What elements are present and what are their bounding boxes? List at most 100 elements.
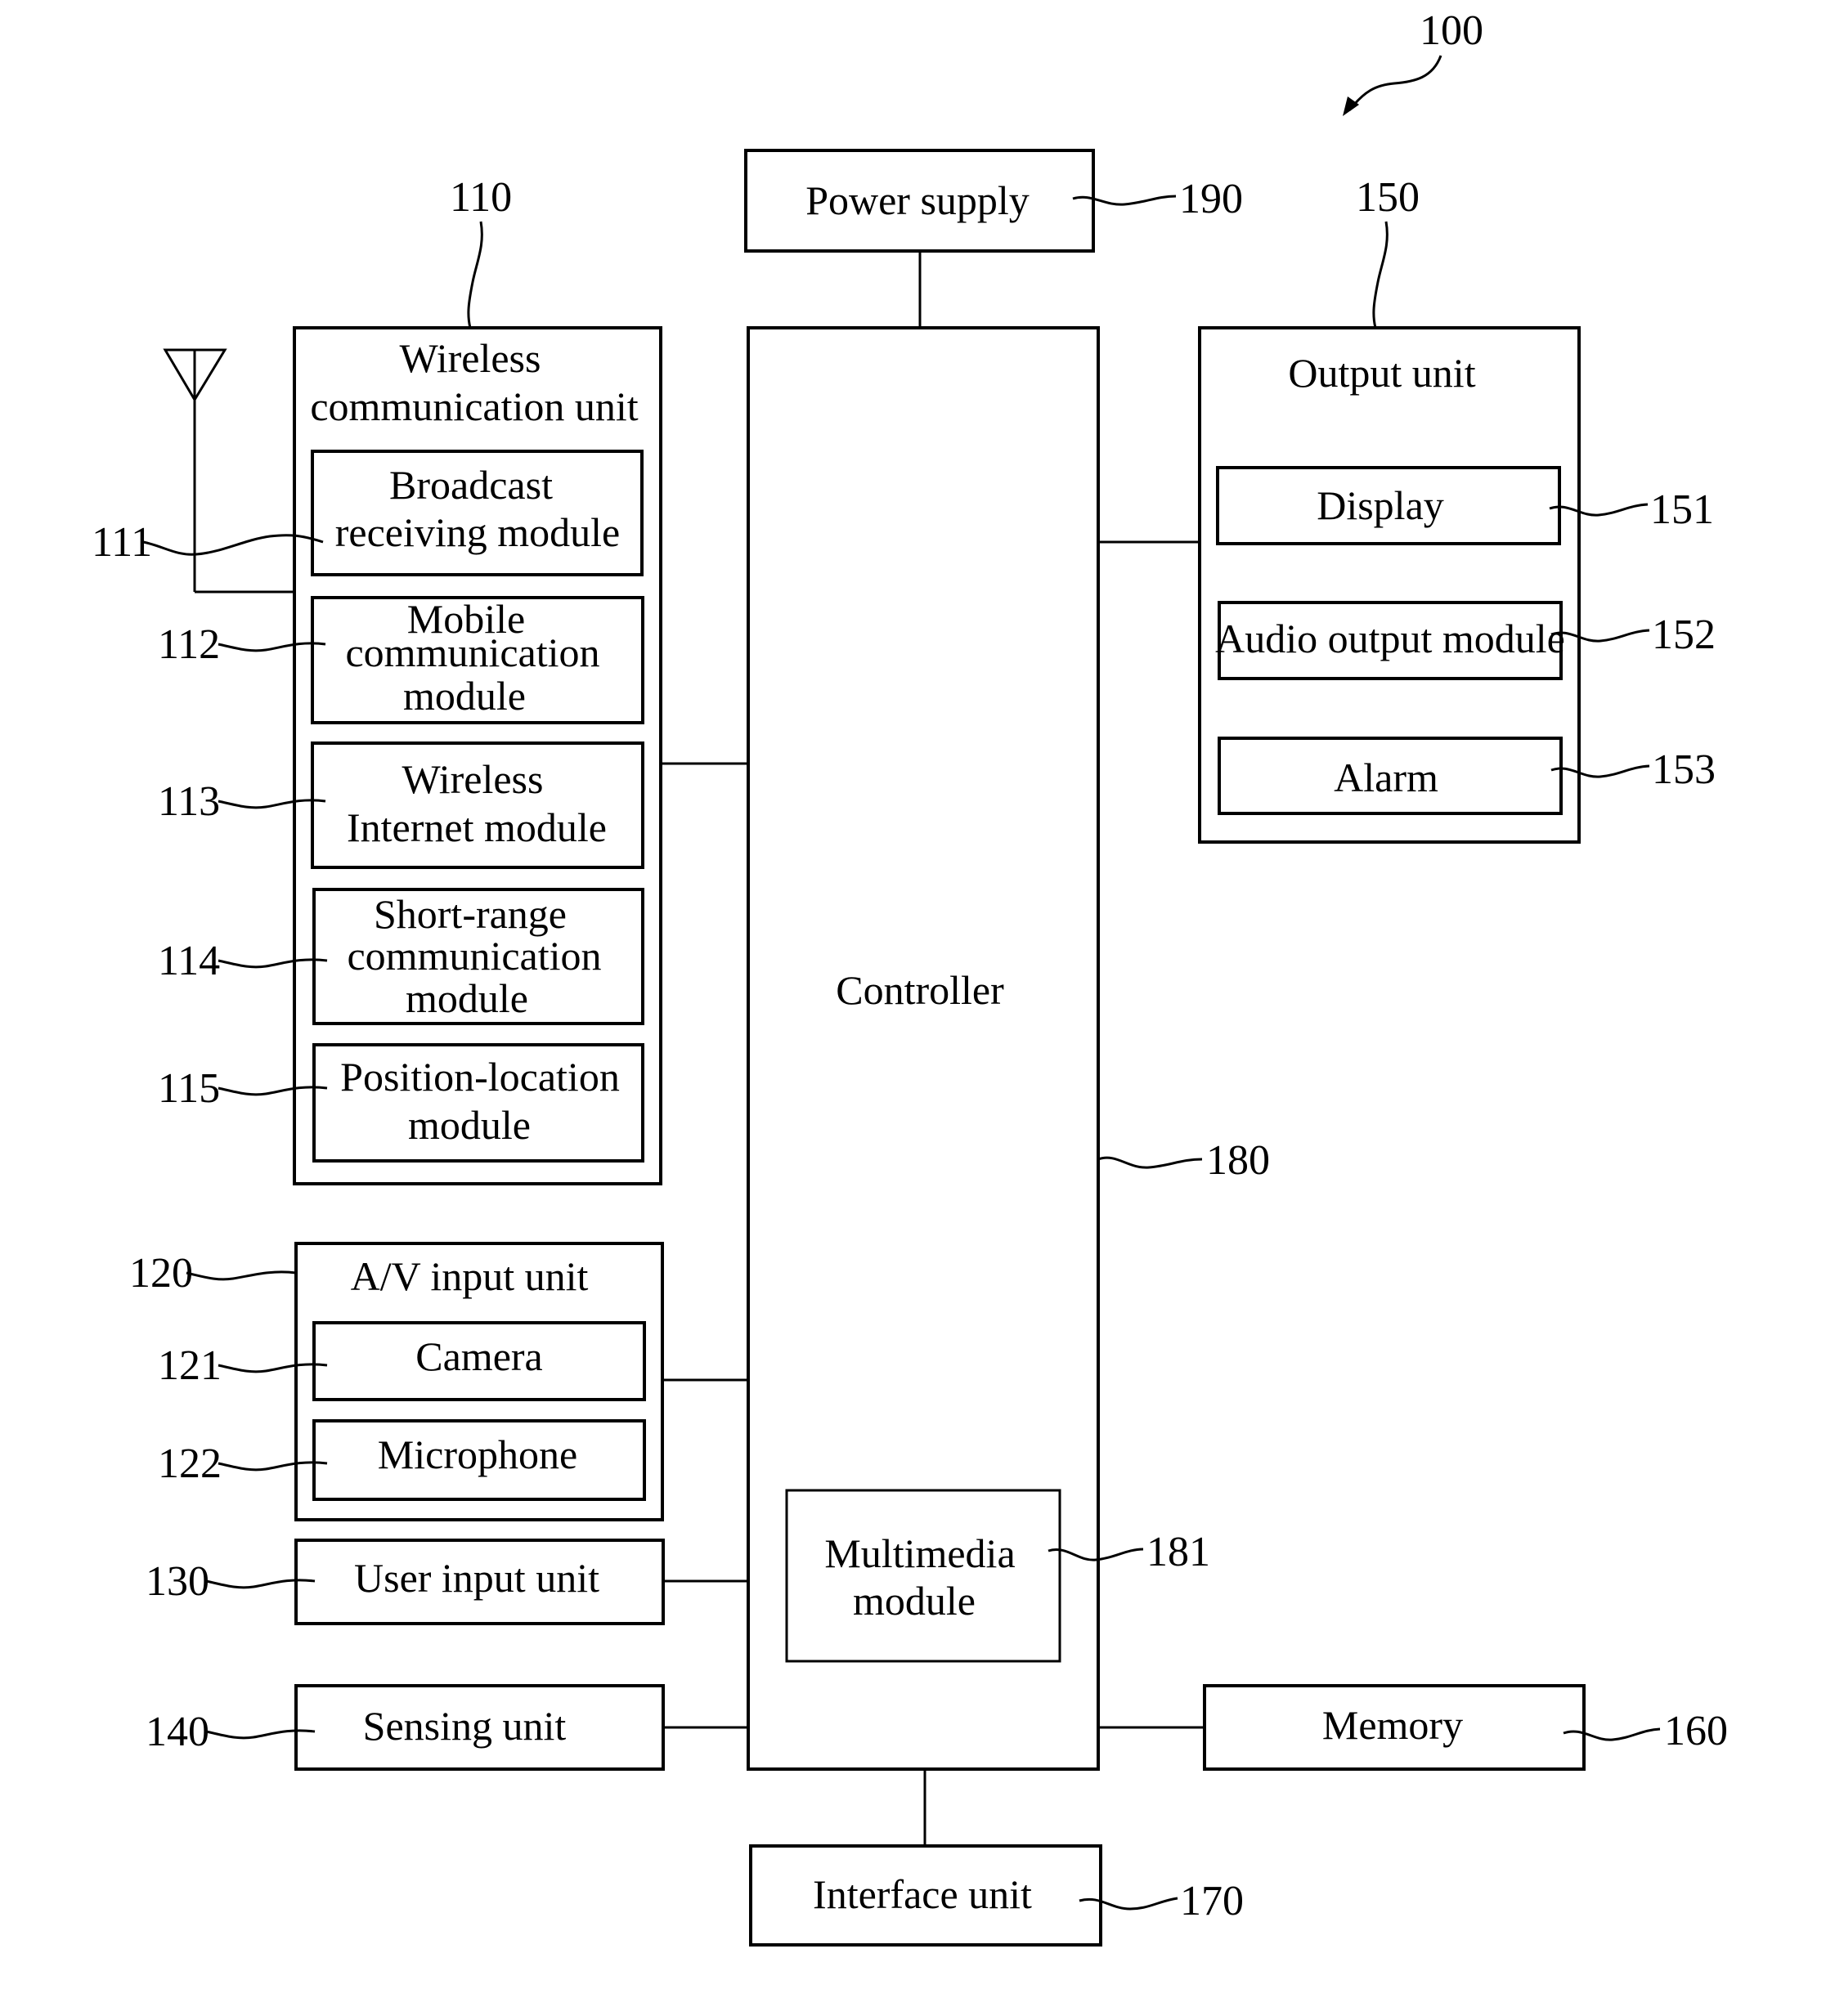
wireless-unit-leader (467, 221, 483, 329)
broadcast-receiving-box[interactable] (311, 450, 644, 576)
sensing-unit-leader (205, 1729, 316, 1740)
mobile-communication-label-line-2: communication (345, 629, 599, 675)
short-range-leader (218, 958, 328, 969)
wireless-internet-leader (218, 799, 326, 809)
interface-unit-block[interactable]: Interface unit (749, 1844, 1102, 1947)
camera-label: Camera (415, 1333, 542, 1379)
short-range-communication-box[interactable] (312, 888, 644, 1025)
microphone-module[interactable]: Microphone (312, 1419, 646, 1501)
short-range-ref: 114 (158, 938, 220, 984)
sensing-unit-label: Sensing unit (363, 1703, 567, 1749)
wireless-internet-box[interactable] (311, 741, 644, 869)
user-input-unit-leader (205, 1579, 316, 1589)
av-input-unit-ref: 120 (129, 1250, 193, 1297)
antenna-icon (163, 348, 294, 594)
alarm-module[interactable]: Alarm (1218, 737, 1563, 815)
display-leader (1549, 503, 1649, 517)
wireless-unit-ref: 110 (450, 174, 512, 221)
multimedia-module-block[interactable]: Multimedia module (785, 1489, 1061, 1663)
display-box[interactable] (1216, 466, 1561, 545)
interface-unit-ref: 170 (1180, 1878, 1244, 1924)
figure-ref-label: 100 (1420, 7, 1483, 54)
multimedia-module-ref: 181 (1146, 1529, 1210, 1575)
mobile-communication-module[interactable]: Mobile communication module (311, 596, 644, 724)
power-supply-box[interactable] (744, 149, 1095, 253)
alarm-ref: 153 (1652, 746, 1716, 793)
figure-ref-arrowhead-icon (1343, 96, 1359, 116)
microphone-leader (218, 1461, 328, 1472)
position-location-label-line-1: Position-location (340, 1054, 620, 1100)
multimedia-module-label-line-1: Multimedia (824, 1530, 1015, 1576)
short-range-label-line-2: communication (347, 933, 601, 979)
display-ref: 151 (1650, 486, 1714, 533)
user-input-unit-ref: 130 (146, 1558, 209, 1605)
sensing-unit-ref: 140 (146, 1709, 209, 1755)
alarm-label: Alarm (1334, 755, 1438, 800)
power-supply-leader (1072, 195, 1177, 206)
position-location-ref: 115 (158, 1065, 220, 1112)
position-location-label-line-2: module (408, 1102, 531, 1148)
camera-box[interactable] (312, 1321, 646, 1401)
sensing-unit-box[interactable] (294, 1684, 665, 1771)
mobile-communication-ref: 112 (158, 621, 220, 668)
camera-module[interactable]: Camera (312, 1321, 646, 1401)
memory-box[interactable] (1203, 1684, 1586, 1771)
wireless-unit-title-line-2: communication unit (310, 383, 638, 429)
interface-unit-leader (1079, 1897, 1178, 1911)
audio-output-label: Audio output module (1215, 616, 1565, 661)
audio-output-box[interactable] (1218, 601, 1563, 680)
mobile-communication-box[interactable] (311, 596, 644, 724)
interface-unit-box[interactable] (749, 1844, 1102, 1947)
multimedia-module-box[interactable] (785, 1489, 1061, 1663)
alarm-box[interactable] (1218, 737, 1563, 815)
av-input-unit-leader (186, 1270, 297, 1281)
multimedia-module-label-line-2: module (853, 1578, 976, 1624)
mobile-communication-label-line-1: Mobile (407, 596, 525, 642)
broadcast-receiving-ref: 111 (92, 519, 152, 566)
sensing-unit-block[interactable]: Sensing unit (294, 1684, 665, 1771)
audio-output-leader (1550, 629, 1650, 643)
output-unit-ref: 150 (1356, 174, 1420, 221)
user-input-unit-block[interactable]: User input unit (294, 1539, 665, 1625)
user-input-unit-box[interactable] (294, 1539, 665, 1625)
multimedia-module-leader (1048, 1548, 1144, 1561)
memory-label: Memory (1322, 1702, 1463, 1748)
short-range-communication-module[interactable]: Short-range communication module (312, 888, 644, 1025)
position-location-module[interactable]: Position-location module (312, 1043, 644, 1163)
memory-leader (1563, 1727, 1661, 1741)
short-range-label-line-3: module (406, 975, 528, 1021)
wireless-unit-title-line-1: Wireless (400, 335, 541, 381)
memory-block[interactable]: Memory (1203, 1684, 1586, 1771)
broadcast-receiving-label-line-1: Broadcast (389, 462, 553, 508)
display-module[interactable]: Display (1216, 466, 1561, 545)
mobile-communication-leader (218, 642, 326, 652)
audio-output-ref: 152 (1652, 612, 1716, 658)
wireless-unit-block[interactable]: Wireless communication unit Broadcast re… (293, 326, 662, 1185)
position-location-box[interactable] (312, 1043, 644, 1163)
microphone-ref: 122 (158, 1440, 222, 1487)
power-supply-ref: 190 (1179, 176, 1243, 222)
controller-leader (1097, 1156, 1203, 1169)
wireless-internet-ref: 113 (158, 778, 220, 825)
broadcast-receiving-leader (142, 534, 324, 556)
user-input-unit-label: User input unit (354, 1555, 599, 1601)
camera-ref: 121 (158, 1342, 222, 1389)
av-input-unit-block[interactable]: A/V input unit Camera Microphone (294, 1242, 664, 1521)
alarm-leader (1550, 764, 1650, 778)
output-unit-block[interactable]: Output unit Display Audio output module … (1198, 326, 1581, 844)
av-input-unit-title: A/V input unit (351, 1253, 589, 1299)
wireless-internet-module[interactable]: Wireless Internet module (311, 741, 644, 869)
output-unit-title: Output unit (1288, 350, 1475, 396)
position-location-leader (218, 1086, 328, 1096)
wireless-internet-label-line-1: Wireless (402, 756, 544, 802)
power-supply-block[interactable]: Power supply (744, 149, 1095, 253)
memory-ref: 160 (1664, 1708, 1728, 1754)
controller-ref: 180 (1206, 1137, 1270, 1184)
display-label: Display (1317, 482, 1444, 528)
microphone-box[interactable] (312, 1419, 646, 1501)
microphone-label: Microphone (378, 1431, 577, 1477)
audio-output-module[interactable]: Audio output module (1215, 601, 1565, 680)
broadcast-receiving-module[interactable]: Broadcast receiving module (311, 450, 644, 576)
interface-unit-label: Interface unit (813, 1871, 1032, 1917)
